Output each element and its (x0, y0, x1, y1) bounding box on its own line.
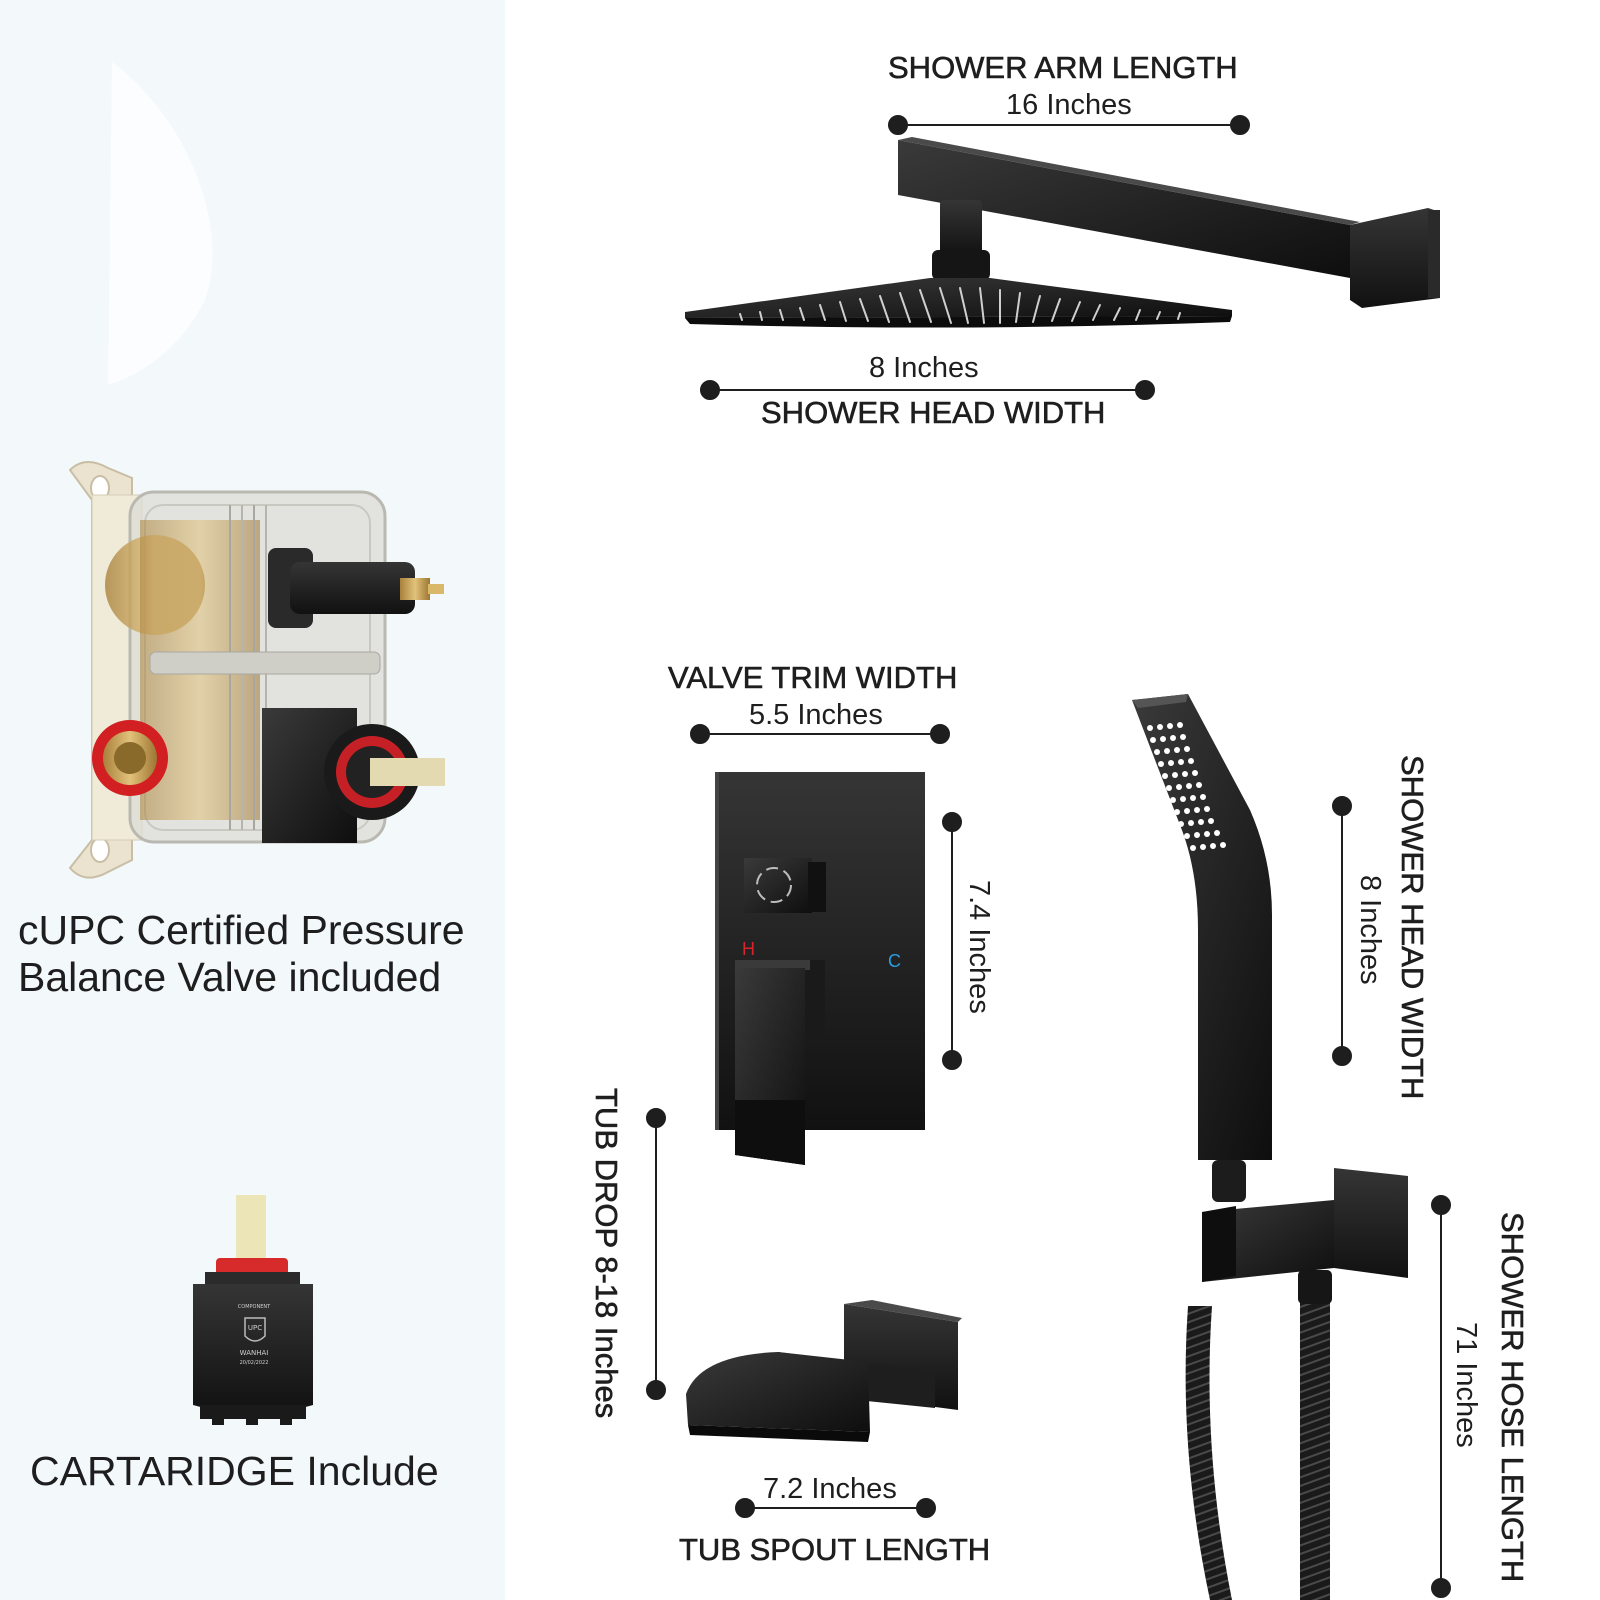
valve-trim-image (715, 772, 925, 1165)
cartridge-stamp-component: COMPONENT (238, 1304, 271, 1310)
cartridge-stamp-date: 20/02/2022 (240, 1360, 269, 1366)
rain-shower-head-image (685, 137, 1440, 328)
tub-spout-label: TUB SPOUT LENGTH (679, 1532, 991, 1568)
valve-caption-line1: cUPC Certified Pressure (18, 907, 465, 953)
hand-shower-nozzles (1147, 722, 1226, 851)
decorative-highlight (108, 62, 213, 385)
shower-arm-value: 16 Inches (1006, 89, 1132, 121)
hot-mark: H (742, 939, 755, 959)
valve-trim-value: 5.5 Inches (749, 699, 883, 731)
rough-in-valve-image (68, 461, 445, 879)
cartridge-stamp-upc: UPC (248, 1324, 262, 1332)
tub-spout-value: 7.2 Inches (763, 1473, 897, 1505)
valve-caption-line2: Balance Valve included (18, 954, 442, 1000)
valve-trim-label: VALVE TRIM WIDTH (668, 660, 958, 696)
cartridge-image: COMPONENT UPC WANHAI 20/02/2022 (193, 1195, 313, 1425)
rain-head-nozzles (739, 287, 1181, 324)
hand-shower-label: SHOWER HEAD WIDTH (1395, 755, 1431, 1100)
cartridge-caption: CARTARIDGE Include (30, 1448, 439, 1494)
shower-hose-value: 71 Inches (1450, 1322, 1482, 1448)
shower-head-label: SHOWER HEAD WIDTH (761, 395, 1106, 431)
dimension-lines (646, 115, 1451, 1598)
tub-spout-image (686, 1300, 962, 1442)
hand-shower-value: 8 Inches (1354, 875, 1386, 985)
hand-shower-image (1132, 694, 1408, 1600)
cold-mark: C (888, 951, 901, 971)
tub-drop-label: TUB DROP 8-18 Inches (589, 1088, 625, 1419)
cartridge-stamp-brand: WANHAI (240, 1349, 269, 1357)
valve-height-value: 7.4 Inches (963, 880, 995, 1014)
shower-head-value: 8 Inches (869, 352, 979, 384)
shower-hose-label: SHOWER HOSE LENGTH (1495, 1212, 1531, 1583)
shower-arm-label: SHOWER ARM LENGTH (888, 50, 1238, 86)
